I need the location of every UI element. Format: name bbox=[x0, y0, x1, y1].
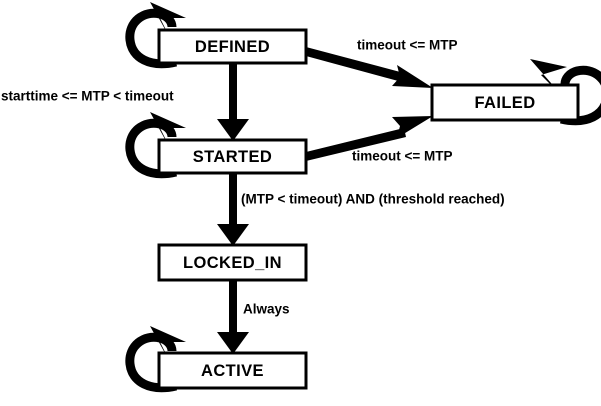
edge-label-started-to-failed: timeout <= MTP bbox=[352, 149, 453, 164]
state-box-active[interactable] bbox=[157, 351, 308, 390]
state-node-failed[interactable]: FAILED bbox=[430, 83, 580, 122]
state-label-started: STARTED bbox=[193, 148, 273, 166]
transition-lockedin-to-active bbox=[217, 280, 249, 354]
state-label-defined: DEFINED bbox=[195, 38, 270, 56]
arrowhead-defined-to-failed bbox=[392, 65, 433, 88]
edge-label-started-to-lockedin: (MTP < timeout) AND (threshold reached) bbox=[241, 192, 505, 207]
transition-started-to-failed bbox=[306, 116, 433, 161]
arrowhead-started-to-lockedin bbox=[217, 224, 249, 246]
state-label-active: ACTIVE bbox=[201, 362, 264, 380]
transition-started-self bbox=[125, 112, 186, 179]
state-node-defined[interactable]: DEFINED bbox=[157, 28, 308, 65]
arrowhead-active-self bbox=[150, 326, 186, 366]
transition-started-to-lockedin bbox=[217, 173, 249, 246]
state-box-locked-in[interactable] bbox=[157, 243, 308, 282]
edge-label-defined-to-started: starttime <= MTP < timeout bbox=[1, 89, 174, 104]
transition-active-self bbox=[125, 326, 186, 393]
arrowhead-defined-to-started bbox=[217, 119, 249, 141]
arrowhead-started-to-failed bbox=[392, 116, 433, 138]
transition-defined-to-failed bbox=[306, 47, 433, 88]
arrowhead-failed-self bbox=[530, 59, 567, 99]
transition-defined-to-started bbox=[217, 63, 249, 141]
state-box-started[interactable] bbox=[157, 138, 308, 175]
state-label-locked-in: LOCKED_IN bbox=[183, 254, 282, 272]
state-node-active[interactable]: ACTIVE bbox=[157, 351, 308, 390]
arrowhead-lockedin-to-active bbox=[217, 332, 249, 354]
edge-label-lockedin-to-active: Always bbox=[243, 302, 290, 317]
state-box-failed[interactable] bbox=[430, 83, 580, 122]
edge-label-defined-to-failed: timeout <= MTP bbox=[357, 38, 458, 53]
arrowhead-defined-self bbox=[150, 2, 186, 42]
state-node-locked-in[interactable]: LOCKED_IN bbox=[157, 243, 308, 282]
state-node-started[interactable]: STARTED bbox=[157, 138, 308, 175]
transition-defined-self bbox=[125, 2, 186, 69]
arrowhead-started-self bbox=[150, 112, 186, 152]
state-box-defined[interactable] bbox=[157, 28, 308, 65]
state-label-failed: FAILED bbox=[474, 94, 535, 112]
